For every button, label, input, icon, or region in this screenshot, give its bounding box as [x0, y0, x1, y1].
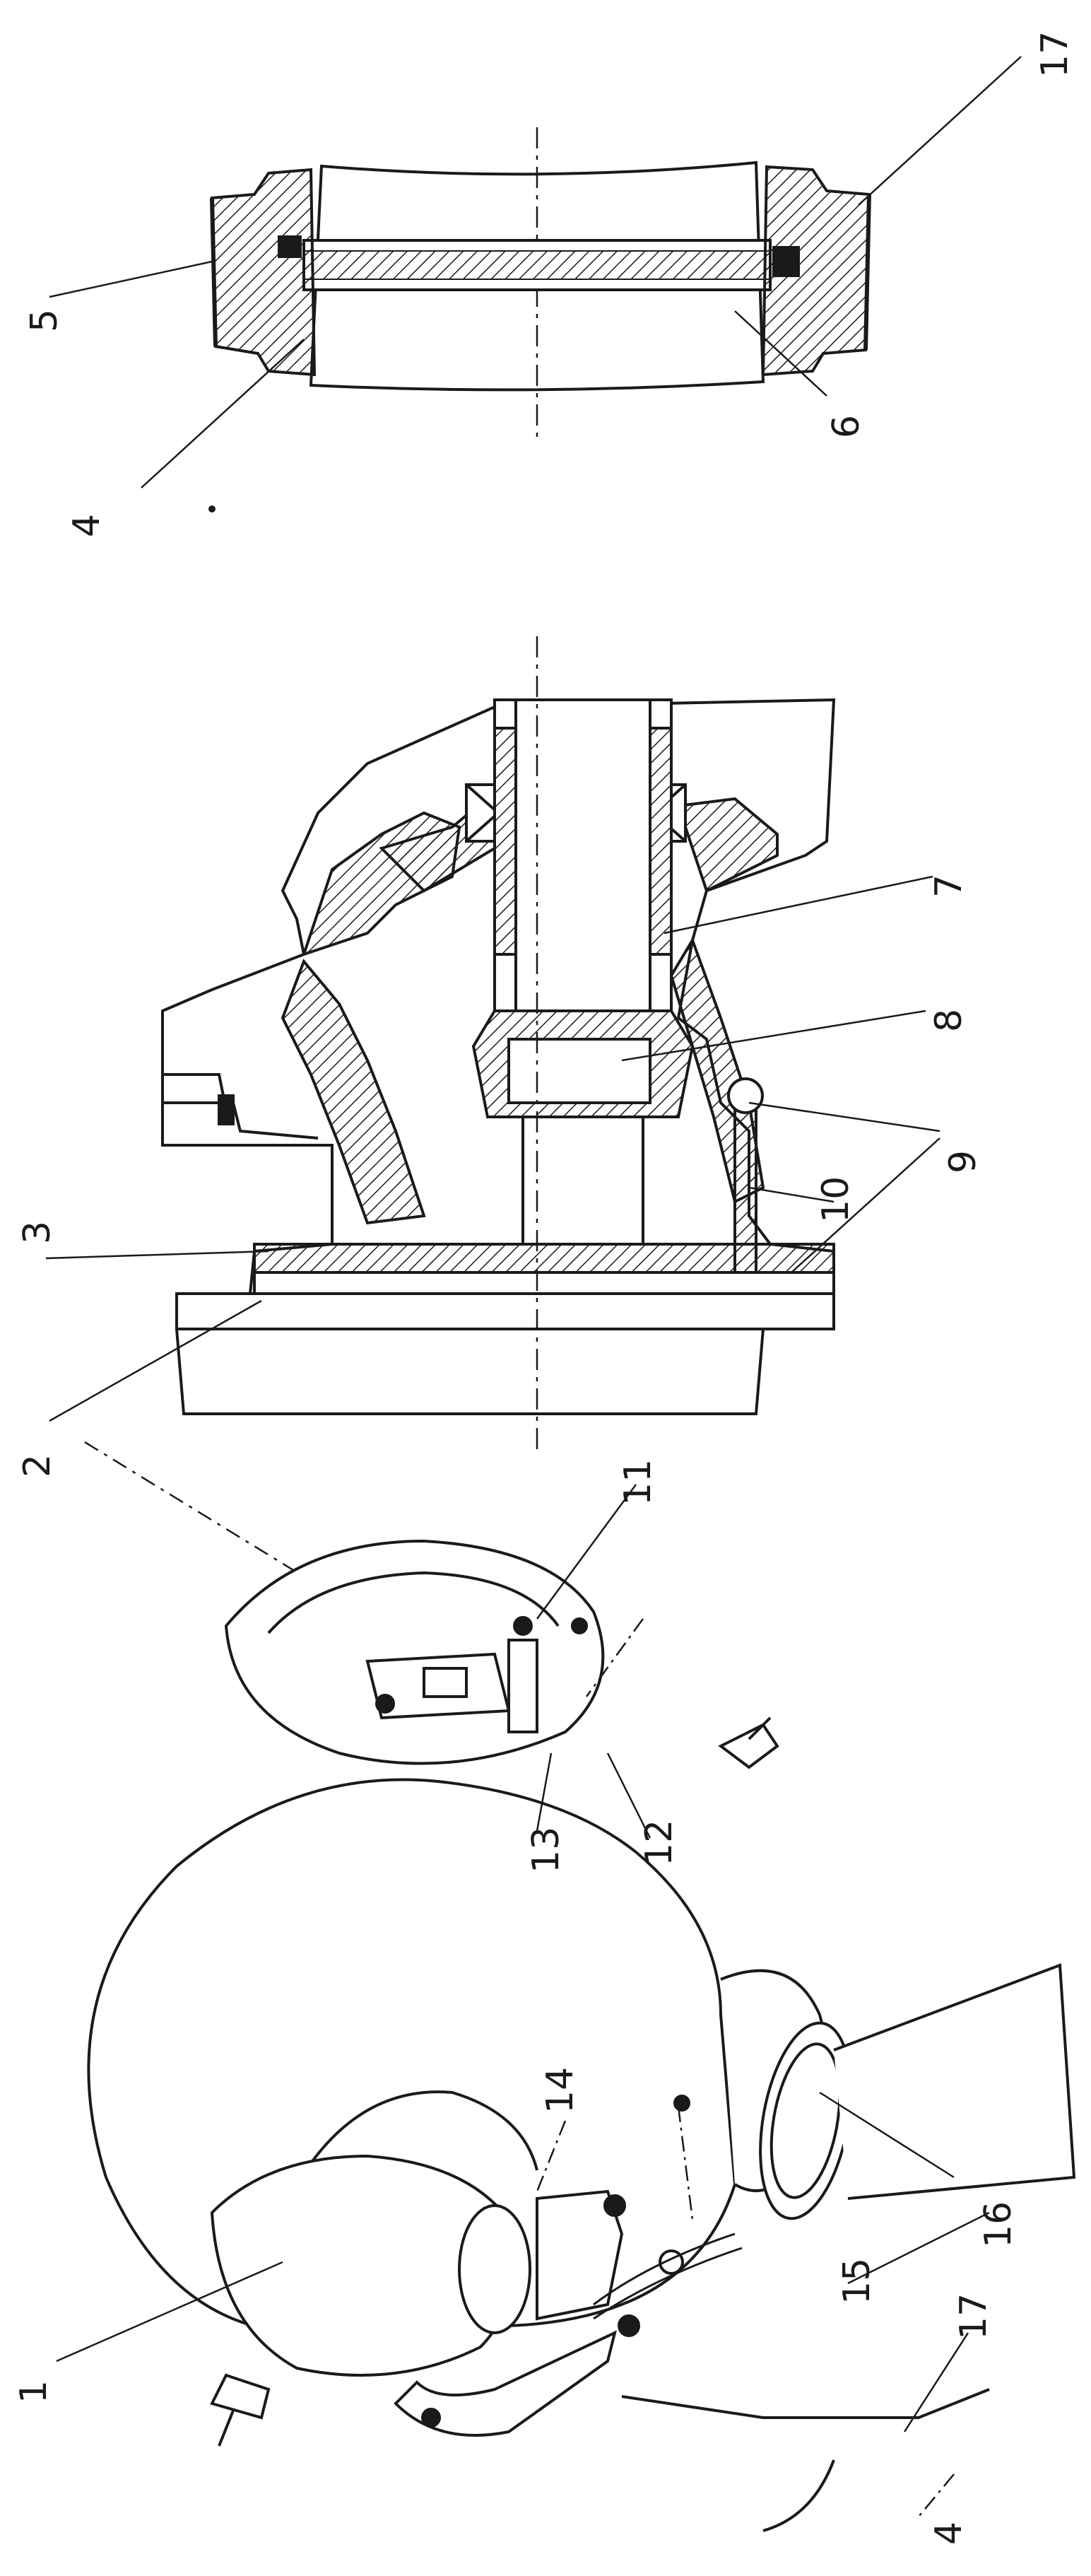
- callout-16: 16: [977, 2201, 1020, 2248]
- callout-15: 15: [836, 2258, 878, 2305]
- callout-2: 2: [16, 1454, 59, 1477]
- callout-1: 1: [13, 2380, 55, 2404]
- callout-14: 14: [539, 2067, 582, 2114]
- callout-4: 4: [66, 514, 108, 537]
- callout-6: 6: [825, 415, 868, 438]
- callout-3: 3: [16, 1221, 59, 1244]
- callout-10: 10: [815, 1176, 857, 1223]
- callout-9: 9: [942, 1150, 984, 1173]
- callout-7: 7: [928, 874, 970, 898]
- callout-11: 11: [617, 1459, 659, 1506]
- top-part-labels: 5 4 6 17: [23, 31, 1076, 537]
- mid-part-labels: 7 8 9 10 3 2: [16, 874, 984, 1477]
- callout-5: 5: [23, 309, 66, 332]
- callout-17-bottom: 17: [953, 2293, 995, 2340]
- hub-cross-section: [45, 636, 940, 1634]
- callout-13: 13: [525, 1827, 567, 1873]
- callout-17: 17: [1034, 31, 1076, 78]
- callout-8: 8: [928, 1009, 970, 1032]
- flange-ring-section: [49, 56, 1022, 488]
- bottom-part-labels: 11 13 12 14 15 16 1 17 4: [13, 1459, 1020, 2545]
- callout-12: 12: [638, 1820, 680, 1866]
- callout-4-bottom: 4: [928, 2522, 970, 2545]
- assembly-perspective-view: [56, 1484, 1076, 2532]
